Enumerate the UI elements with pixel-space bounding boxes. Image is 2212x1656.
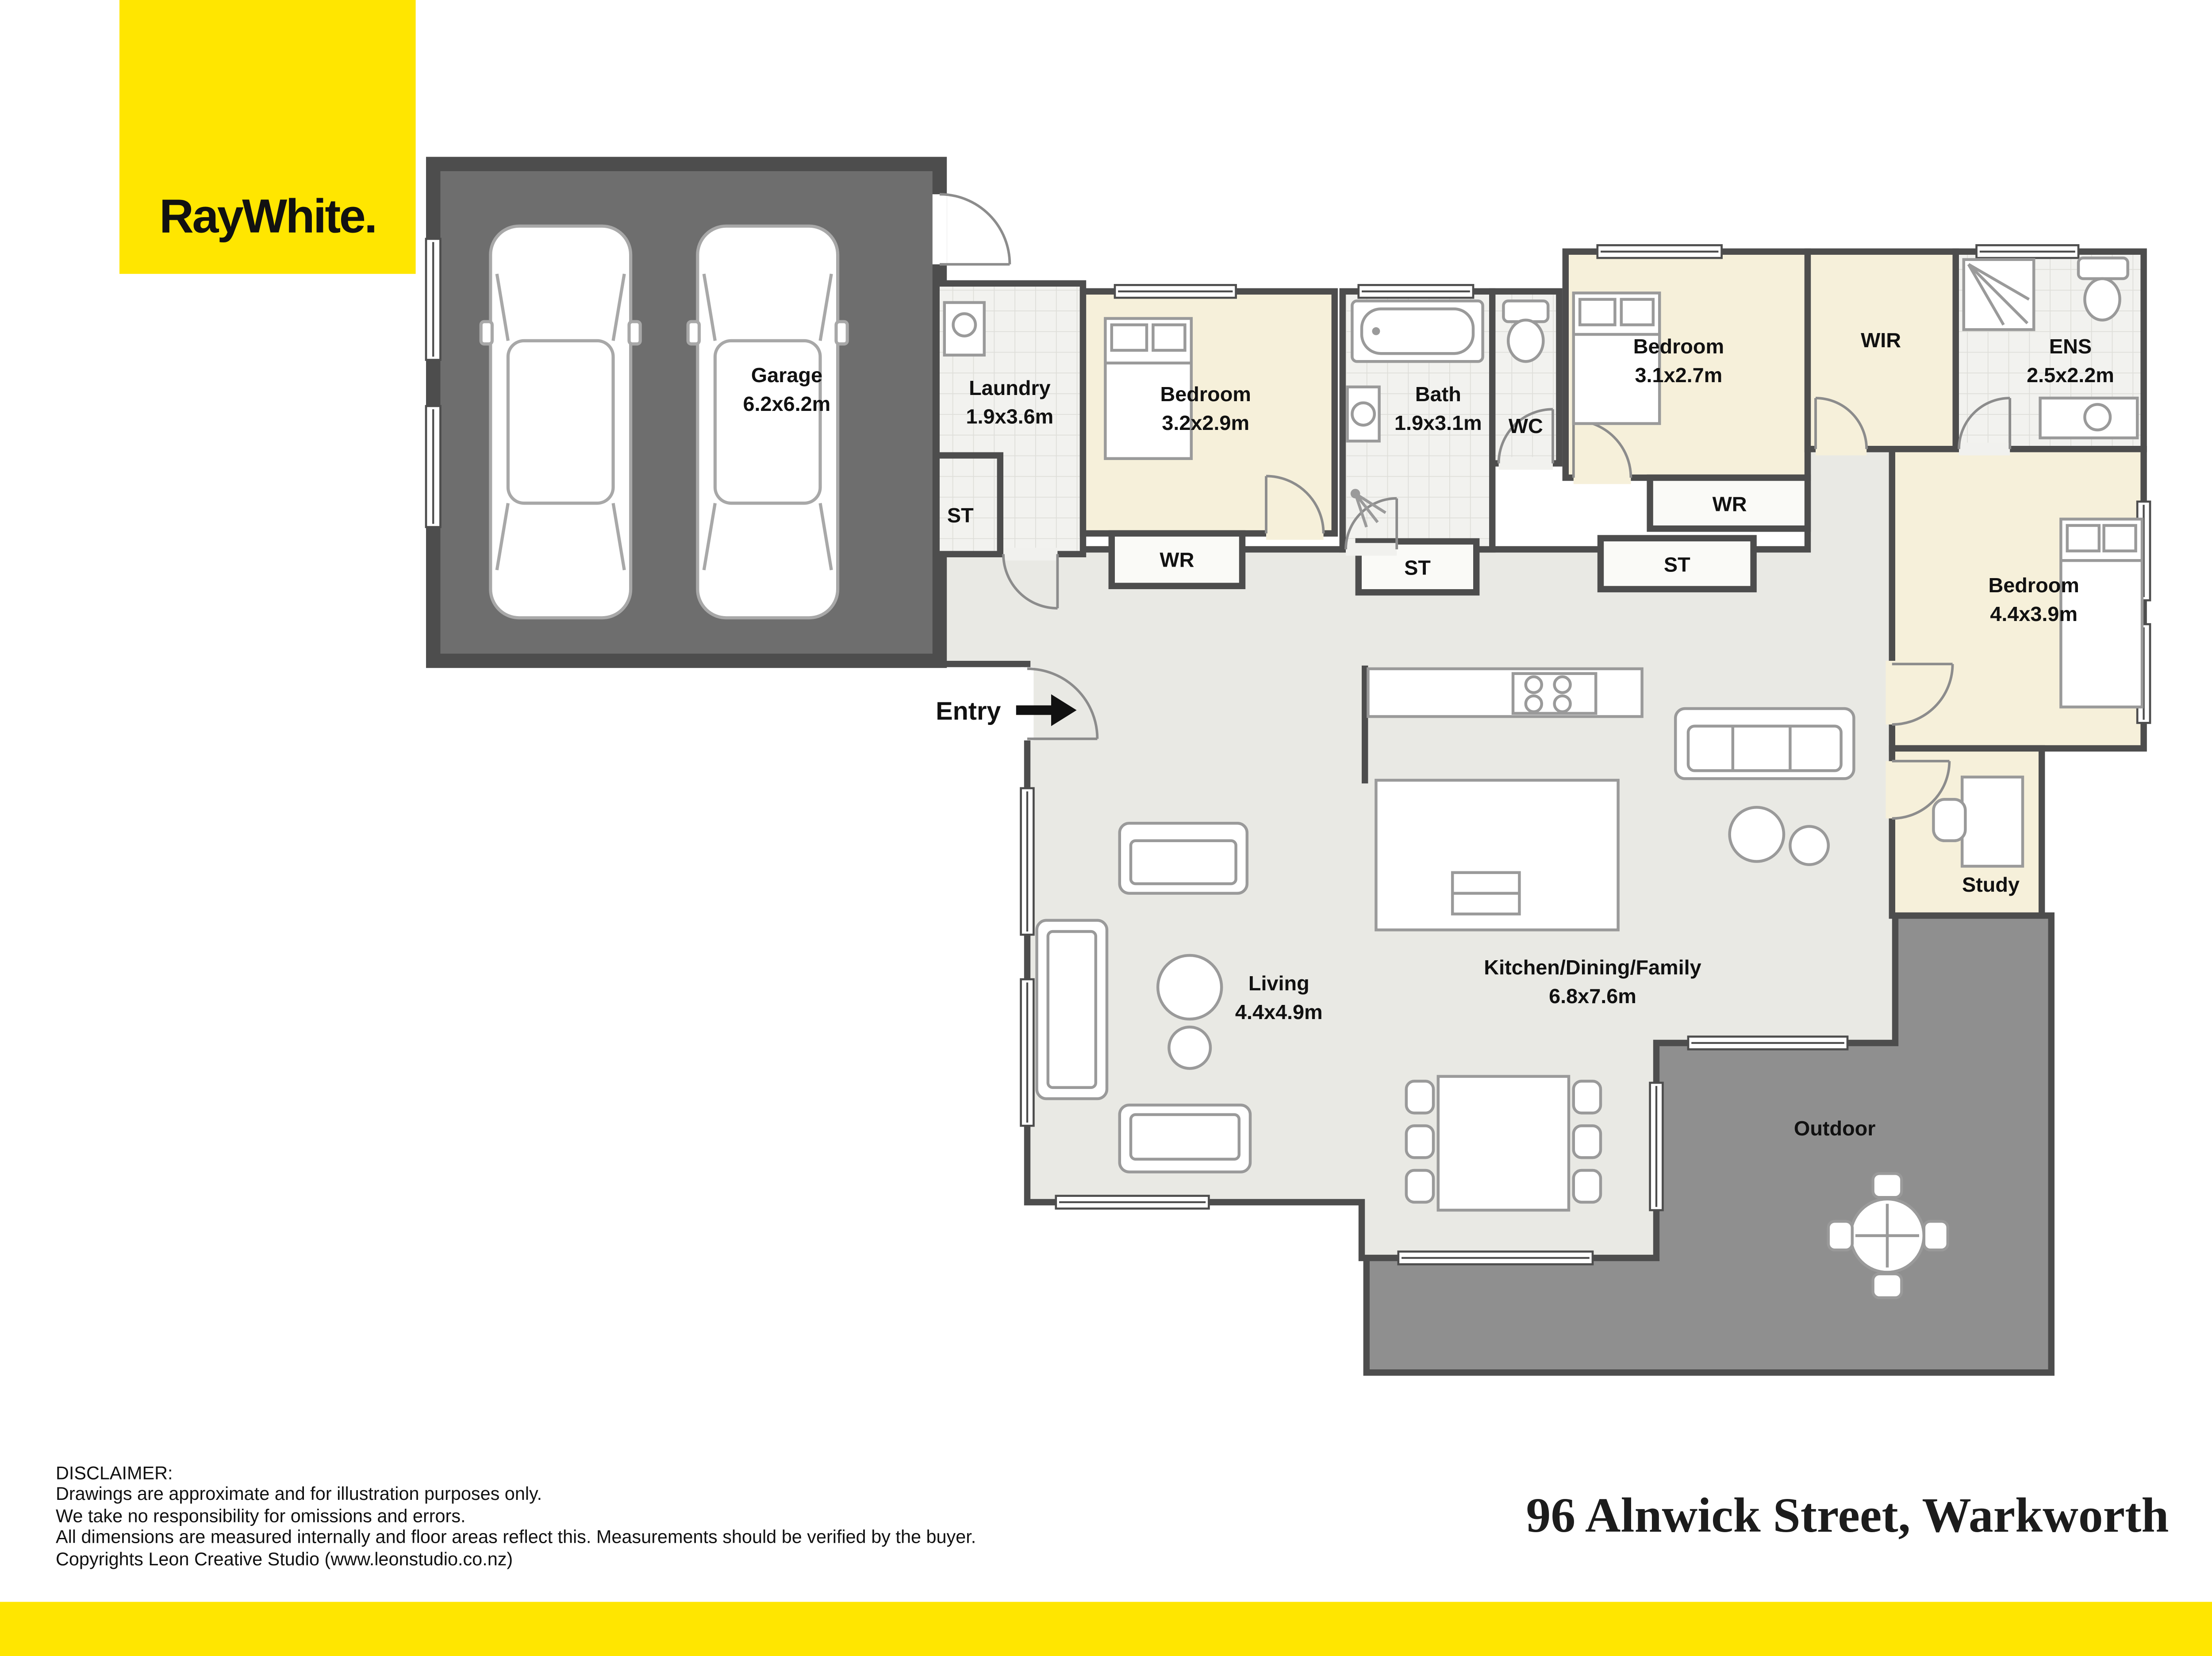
- bedroom-3-dims: 4.4x3.9m: [1990, 602, 2078, 625]
- laundry-label: Laundry: [969, 376, 1051, 399]
- disclaimer-block: DISCLAIMER: Drawings are approximate and…: [56, 1465, 976, 1572]
- sofa-icon: [1118, 821, 1249, 895]
- car-icon: [686, 224, 849, 620]
- kitchen-dims: 6.8x7.6m: [1549, 985, 1636, 1008]
- bed-icon: [1572, 291, 1661, 425]
- raywhite-logo: RayWhite.: [119, 0, 416, 274]
- kitchen-label: Kitchen/Dining/Family: [1484, 956, 1701, 979]
- outdoor-label: Outdoor: [1794, 1117, 1876, 1140]
- living-dims: 4.4x4.9m: [1235, 1000, 1323, 1024]
- dining-table-icon: [1405, 1075, 1602, 1212]
- bedroom-2-dims: 3.1x2.7m: [1635, 364, 1723, 387]
- shower-icon: [1350, 489, 1386, 528]
- study-label: Study: [1962, 873, 2020, 896]
- footer-accent-bar: [0, 1602, 2212, 1656]
- living-label: Living: [1248, 972, 1310, 995]
- storage-1: [933, 452, 1003, 557]
- shower-icon: [1962, 258, 2035, 331]
- disclaimer-line: Copyrights Leon Creative Studio (www.leo…: [56, 1550, 513, 1570]
- bed-icon: [1104, 317, 1193, 460]
- garage-label: Garage: [751, 364, 822, 387]
- desk-icon: [1932, 775, 2024, 868]
- sofa-icon: [1674, 707, 1855, 780]
- coffee-table-icon: [1156, 954, 1223, 1070]
- kitchen-island-icon: [1375, 778, 1620, 932]
- ens-label: ENS: [2049, 335, 2092, 358]
- bath-label: Bath: [1415, 383, 1461, 406]
- ens-dims: 2.5x2.2m: [2027, 364, 2114, 387]
- sofa-icon: [1035, 919, 1109, 1100]
- storage-3: [1597, 535, 1757, 593]
- bedroom-3-label: Bedroom: [1988, 574, 2079, 597]
- wardrobe-2-label: WR: [1713, 493, 1747, 516]
- toilet-icon: [1502, 299, 1550, 363]
- coffee-table-icon: [1728, 805, 1830, 866]
- raywhite-logo-text: RayWhite.: [159, 191, 377, 244]
- kitchen-counter-icon: [1367, 667, 1644, 718]
- laundry-sink-icon: [943, 301, 986, 357]
- toilet-icon: [2077, 256, 2129, 322]
- windows: [425, 238, 2151, 1265]
- disclaimer-line: Drawings are approximate and for illustr…: [56, 1486, 542, 1506]
- disclaimer-line: All dimensions are measured internally a…: [56, 1529, 976, 1548]
- vanity-icon: [2039, 396, 2139, 440]
- bedroom-1-dims: 3.2x2.9m: [1162, 411, 1249, 434]
- room-labels: Garage 6.2x6.2m Laundry 1.9x3.6m ST Bedr…: [743, 329, 2114, 1140]
- entry-arrow-icon: [1016, 694, 1077, 726]
- bed-icon: [2059, 518, 2144, 709]
- outdoor-table-icon: [1827, 1172, 1950, 1300]
- wardrobe-1: [1108, 530, 1246, 589]
- laundry-dims: 1.9x3.6m: [966, 405, 1054, 428]
- bathtub-icon: [1351, 299, 1484, 363]
- bath-dims: 1.9x3.1m: [1394, 411, 1482, 434]
- wc-label: WC: [1509, 414, 1543, 437]
- bedroom-2-label: Bedroom: [1633, 335, 1724, 358]
- property-address: 96 Alnwick Street, Warkworth: [1526, 1487, 2169, 1543]
- storage-3-label: ST: [1664, 553, 1690, 576]
- sofa-icon: [1118, 1104, 1252, 1173]
- bedroom-1-label: Bedroom: [1160, 383, 1251, 406]
- storage-2-label: ST: [1404, 556, 1431, 579]
- wardrobe-2: [1647, 474, 1811, 532]
- wir-label: WIR: [1861, 329, 1901, 352]
- car-icon: [479, 224, 642, 620]
- garage-dims: 6.2x6.2m: [743, 392, 831, 415]
- doors: [932, 193, 2012, 820]
- disclaimer-line: We take no responsibility for omissions …: [56, 1507, 466, 1527]
- wardrobe-1-label: WR: [1160, 548, 1194, 571]
- entry-label: Entry: [936, 697, 1001, 725]
- disclaimer-title: DISCLAIMER:: [56, 1465, 173, 1484]
- vanity-icon: [1346, 385, 1381, 443]
- storage-1-label: ST: [947, 504, 974, 527]
